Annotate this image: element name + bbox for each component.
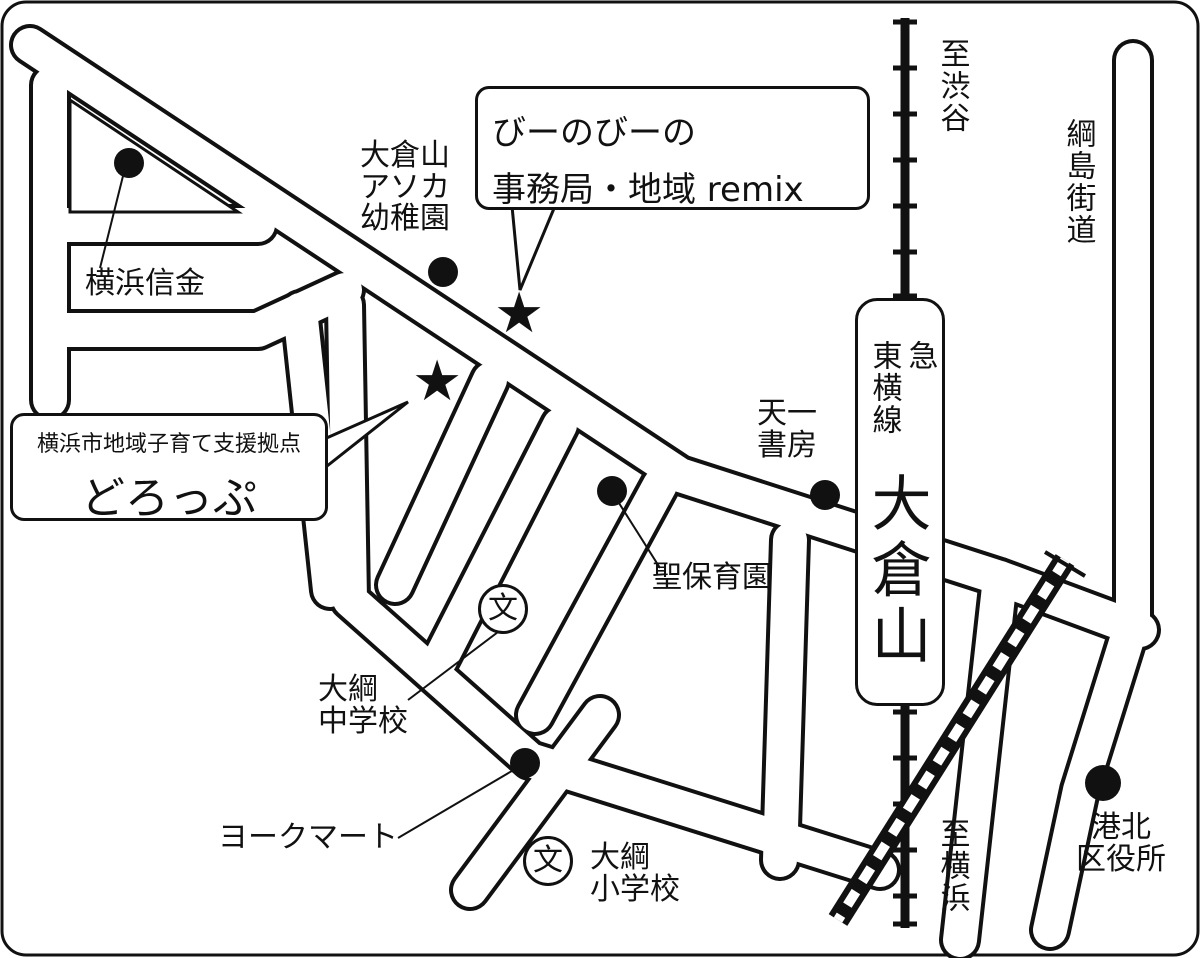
tenichi-pin-icon bbox=[810, 480, 840, 510]
office-callout-line1: びーのびーの bbox=[492, 113, 696, 153]
kohoku-ward-pin-icon bbox=[1085, 765, 1121, 801]
station-line-right: 急 bbox=[902, 340, 938, 372]
office-callout-line2: 事務局・地域 remix bbox=[492, 170, 804, 210]
otsuna-es-line2: 小学校 bbox=[590, 871, 680, 907]
kohoku-ward-label: 港北 区役所 bbox=[1076, 812, 1166, 875]
diagonal-railway bbox=[828, 550, 1087, 926]
otsuna-jhs-line1: 大綱 bbox=[318, 672, 378, 707]
leader-lines bbox=[99, 167, 661, 839]
york-mart-pin-icon bbox=[510, 748, 540, 778]
otsuna-es-line1: 大綱 bbox=[590, 840, 650, 875]
tenichi-label: 天一 書房 bbox=[757, 398, 817, 461]
drop-star-icon: ★ bbox=[412, 349, 463, 414]
office-callout: びーのびーの 事務局・地域 remix bbox=[475, 86, 870, 210]
callout-pointers bbox=[321, 205, 557, 472]
seiho-label: 聖保育園 bbox=[652, 560, 772, 595]
block-triangle bbox=[68, 97, 243, 214]
office-star-icon: ★ bbox=[494, 281, 545, 346]
drop-callout-line1: 横浜市地域子育て支援拠点 bbox=[36, 432, 301, 457]
asoka-line3: 幼稚園 bbox=[360, 201, 450, 236]
york-mart-label: ヨークマート bbox=[218, 820, 398, 855]
yokohama-shinkin-label: 横浜信金 bbox=[85, 266, 205, 301]
asoka-line2: アソカ bbox=[360, 169, 450, 205]
seiho-pin-icon bbox=[597, 476, 627, 506]
station-name: 大倉山 bbox=[861, 472, 931, 670]
direction-yokohama-label: 至横浜 bbox=[934, 818, 970, 914]
otsuna-es-school-icon: 文 bbox=[523, 836, 573, 886]
tenichi-line2: 書房 bbox=[757, 427, 817, 463]
drop-callout: 横浜市地域子育て支援拠点 どろっぷ bbox=[10, 413, 328, 524]
otsuna-jhs-label: 大綱 中学校 bbox=[318, 674, 408, 737]
direction-shibuya-label: 至渋谷 bbox=[934, 38, 970, 134]
station-line-left: 東横線 bbox=[866, 340, 902, 436]
asoka-label: 大倉山 アソカ 幼稚園 bbox=[360, 140, 450, 235]
asoka-line1: 大倉山 bbox=[360, 138, 450, 173]
kohoku-ward-line2: 区役所 bbox=[1076, 841, 1166, 877]
otsuna-es-label: 大綱 小学校 bbox=[590, 842, 680, 905]
yokohama-shinkin-pin-icon bbox=[114, 148, 144, 178]
otsuna-jhs-school-icon: 文 bbox=[478, 584, 528, 634]
drop-callout-line2: どろっぷ bbox=[81, 473, 257, 524]
asoka-pin-icon bbox=[428, 257, 458, 287]
tenichi-line1: 天一 bbox=[757, 396, 817, 431]
kohoku-ward-line1: 港北 bbox=[1091, 810, 1151, 845]
tsunashima-road-label: 綱島街道 bbox=[1060, 118, 1096, 246]
okurayama-station bbox=[855, 298, 945, 706]
otsuna-jhs-line2: 中学校 bbox=[318, 703, 408, 739]
